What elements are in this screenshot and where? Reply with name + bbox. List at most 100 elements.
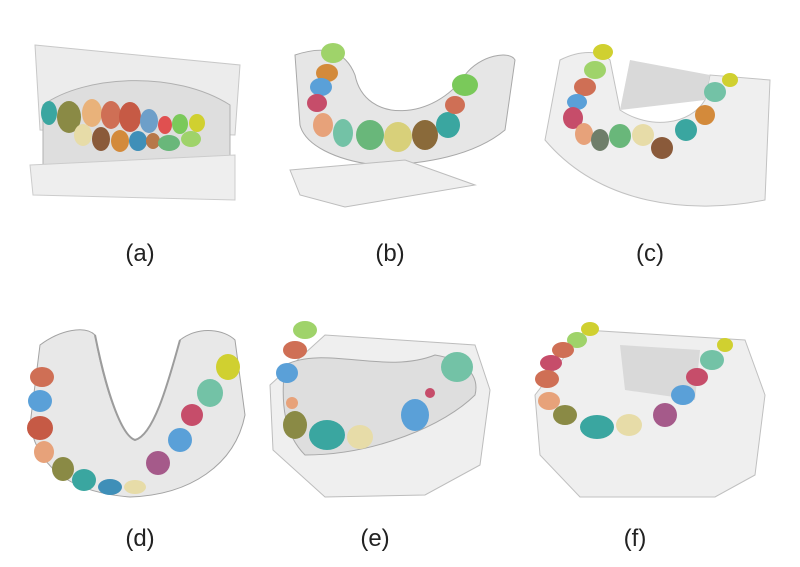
tooth bbox=[671, 385, 695, 405]
panel-label-e: (e) bbox=[360, 525, 390, 552]
tooth bbox=[675, 119, 697, 141]
tooth bbox=[401, 399, 429, 431]
panel-label-d: (d) bbox=[125, 525, 155, 552]
tooth bbox=[452, 74, 478, 96]
tooth bbox=[538, 392, 560, 410]
tooth bbox=[216, 354, 240, 380]
tooth bbox=[41, 101, 57, 125]
tooth bbox=[653, 403, 677, 427]
tooth bbox=[27, 416, 53, 440]
tooth bbox=[313, 113, 333, 137]
tooth bbox=[197, 379, 223, 407]
tooth bbox=[591, 129, 609, 151]
tooth bbox=[92, 127, 110, 151]
tooth bbox=[283, 411, 307, 439]
tooth bbox=[445, 96, 465, 114]
tooth bbox=[567, 94, 587, 110]
tooth bbox=[57, 101, 81, 133]
tooth bbox=[146, 133, 160, 149]
tooth bbox=[129, 131, 147, 151]
tooth bbox=[307, 94, 327, 112]
dental-scan-c bbox=[544, 44, 771, 207]
tooth bbox=[553, 405, 577, 425]
tooth bbox=[119, 102, 141, 132]
tooth bbox=[74, 124, 92, 146]
tooth bbox=[168, 428, 192, 452]
tooth bbox=[567, 332, 587, 348]
tooth bbox=[98, 479, 122, 495]
tooth bbox=[574, 78, 596, 96]
tooth bbox=[441, 352, 473, 382]
tooth bbox=[293, 321, 317, 339]
tooth bbox=[146, 451, 170, 475]
tooth bbox=[412, 120, 438, 150]
panel-label-b: (b) bbox=[375, 240, 405, 267]
base-f bbox=[534, 329, 766, 498]
dental-scan-f bbox=[534, 322, 766, 498]
dental-scan-b bbox=[289, 43, 516, 208]
base-lower-a bbox=[29, 154, 236, 201]
panel-c bbox=[540, 30, 775, 215]
tooth bbox=[286, 397, 298, 409]
tooth bbox=[425, 388, 435, 398]
tooth bbox=[181, 131, 201, 147]
tooth bbox=[717, 338, 733, 352]
tooth bbox=[34, 441, 54, 463]
tooth bbox=[722, 73, 738, 87]
tooth bbox=[316, 64, 338, 82]
tooth bbox=[704, 82, 726, 102]
tooth bbox=[111, 130, 129, 152]
palate-d bbox=[94, 334, 181, 442]
base-inner-c bbox=[620, 60, 710, 110]
tooth bbox=[82, 99, 102, 127]
tooth bbox=[436, 112, 460, 138]
tooth bbox=[283, 341, 307, 359]
tooth bbox=[540, 355, 562, 371]
tooth bbox=[347, 425, 373, 449]
tooth bbox=[140, 109, 158, 133]
tooth bbox=[101, 101, 121, 129]
tooth bbox=[616, 414, 642, 436]
tooth bbox=[563, 107, 583, 129]
panel-b bbox=[285, 35, 520, 210]
tooth bbox=[384, 122, 412, 152]
tooth bbox=[651, 137, 673, 159]
tooth bbox=[686, 368, 708, 386]
panel-a bbox=[25, 35, 250, 210]
tooth bbox=[72, 469, 96, 491]
tooth bbox=[580, 415, 614, 439]
panel-d bbox=[20, 315, 255, 500]
panel-label-f: (f) bbox=[623, 525, 647, 552]
dental-scan-d bbox=[27, 329, 246, 498]
tooth bbox=[632, 124, 654, 146]
panel-label-a: (a) bbox=[125, 240, 155, 267]
dental-scan-e bbox=[269, 321, 491, 498]
tooth bbox=[593, 44, 613, 60]
tooth bbox=[333, 119, 353, 147]
tooth bbox=[181, 404, 203, 426]
tooth bbox=[309, 420, 345, 450]
dental-scan-a bbox=[29, 44, 241, 201]
tooth bbox=[30, 367, 54, 387]
panel-e bbox=[265, 315, 500, 500]
tooth bbox=[276, 363, 298, 383]
tooth bbox=[356, 120, 384, 150]
tooth bbox=[124, 480, 146, 494]
panel-label-c: (c) bbox=[636, 240, 664, 267]
tooth bbox=[581, 322, 599, 336]
tooth bbox=[28, 390, 52, 412]
tooth bbox=[609, 124, 631, 148]
tooth bbox=[158, 135, 180, 151]
tooth bbox=[310, 78, 332, 96]
tooth bbox=[535, 370, 559, 388]
tooth bbox=[700, 350, 724, 370]
panel-f bbox=[525, 315, 775, 500]
tooth bbox=[189, 114, 205, 132]
tooth bbox=[158, 116, 172, 134]
tooth bbox=[321, 43, 345, 63]
tooth bbox=[695, 105, 715, 125]
tooth bbox=[552, 342, 574, 358]
tooth bbox=[584, 61, 606, 79]
base-b bbox=[289, 159, 477, 208]
tooth bbox=[52, 457, 74, 481]
